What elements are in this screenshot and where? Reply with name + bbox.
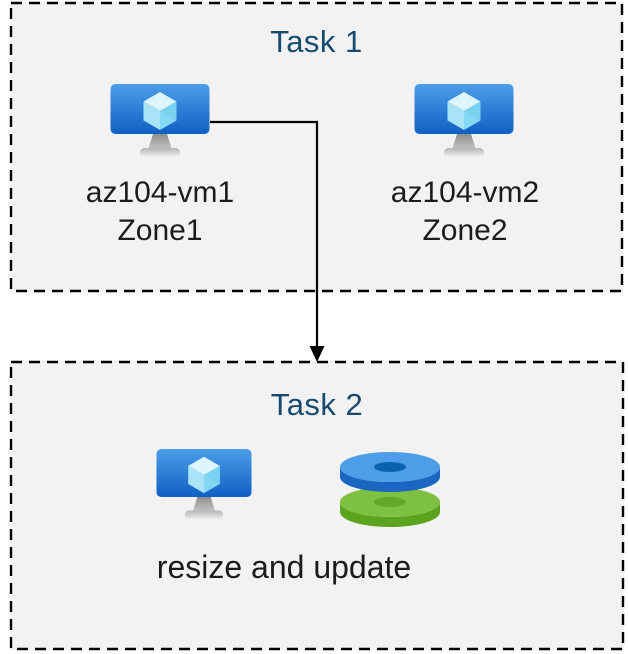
- task2-box: Task 2 resize and update: [10, 361, 624, 650]
- vm1-label: az104-vm1 Zone1: [50, 174, 270, 250]
- disks-icon: [338, 447, 442, 529]
- vm-icon: [414, 84, 514, 160]
- task1-box: Task 1 az104-vm1 Zone1 az104-vm2 Zone2: [10, 2, 623, 292]
- vm1-zone: Zone1: [117, 214, 203, 247]
- task2-caption: resize and update: [156, 549, 412, 585]
- vm1-name: az104-vm1: [85, 176, 235, 209]
- vm2-zone: Zone2: [422, 214, 508, 247]
- vm-icon: [156, 449, 252, 522]
- task2-title: Task 2: [270, 387, 364, 422]
- arrowhead-icon: [309, 346, 325, 362]
- task1-title: Task 1: [270, 24, 363, 59]
- vm2-name: az104-vm2: [390, 176, 540, 209]
- vm2-label: az104-vm2 Zone2: [355, 174, 575, 250]
- vm-icon: [110, 84, 210, 160]
